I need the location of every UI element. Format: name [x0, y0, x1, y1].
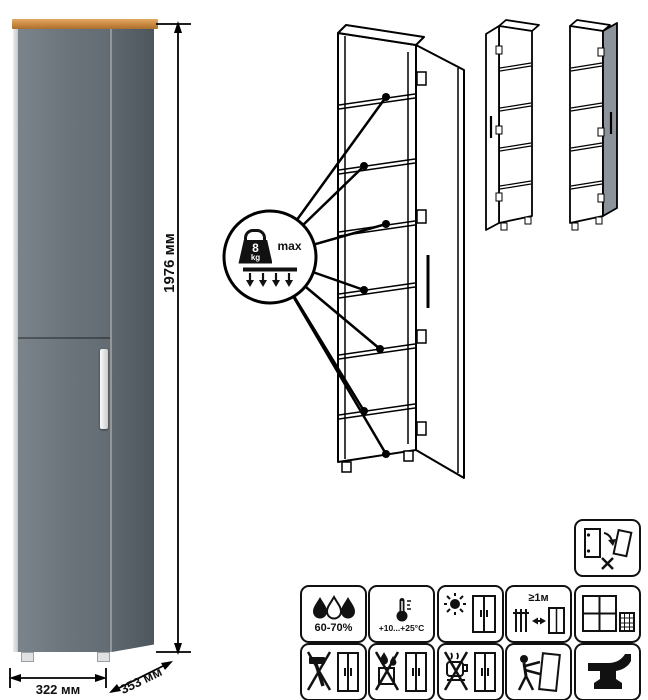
pressure-arrows-icon — [243, 267, 297, 287]
cabinet-door-seam — [18, 337, 110, 339]
cabinet-foot — [97, 652, 110, 662]
thermometer-icon — [396, 597, 411, 622]
window-grid-icon — [574, 585, 641, 643]
cabinet-door-front — [18, 29, 110, 652]
temperature-label: +10...+25°С — [378, 622, 425, 633]
variant-left-hinge-drawing — [485, 19, 540, 231]
sun-shade-icon — [443, 593, 496, 633]
door-remount-icon — [574, 519, 641, 577]
width-dimension-label: 322 мм — [35, 682, 81, 697]
cabinet-foot — [21, 652, 34, 662]
cabinet-front-side-gap — [110, 29, 112, 652]
temperature-icon: +10...+25°С — [368, 585, 435, 643]
cabinet-side-panel — [112, 29, 154, 652]
humidity-icon: 60-70% — [300, 585, 367, 643]
shelf-load-unit: kg — [250, 252, 261, 262]
humidity-label: 60-70% — [314, 621, 353, 634]
no-hammer-icon — [300, 643, 367, 700]
shelf-load-value: 8 — [252, 240, 259, 255]
no-wet-cleaning-icon — [368, 643, 435, 700]
cabinet-left-edge — [13, 29, 18, 652]
min-distance-label: ≥1м — [528, 591, 549, 604]
radiator-distance-icon: ≥1м — [505, 585, 572, 643]
anvil-icon — [574, 643, 641, 700]
variant-right-hinge-drawing — [569, 19, 618, 231]
cabinet-handle — [100, 349, 108, 429]
cabinet-top-trim — [12, 19, 158, 29]
shelf-load-qualifier: max — [277, 239, 302, 253]
hinge-icons — [416, 71, 427, 436]
move-carefully-icon — [505, 643, 572, 700]
water-drops-icon — [312, 594, 355, 619]
height-dimension-label: 1976 мм — [160, 233, 178, 293]
sunlight-icon — [437, 585, 504, 643]
no-heat-icon — [437, 643, 504, 700]
shelf-load-badge: 8 kg max — [228, 216, 312, 300]
kettlebell-weight-icon: 8 kg — [238, 228, 273, 264]
